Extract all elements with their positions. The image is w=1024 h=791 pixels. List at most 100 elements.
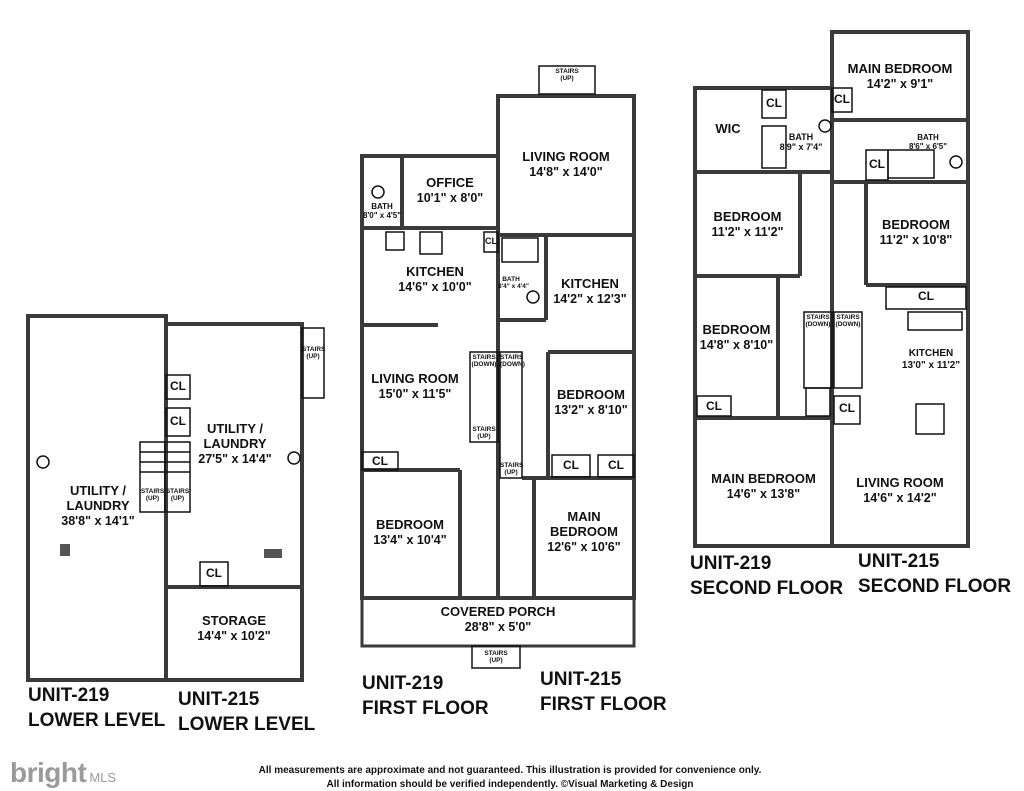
- stairs-text: STAIRS: [302, 346, 326, 353]
- room-dimension: 11'2" x 10'8": [879, 232, 953, 247]
- u219-utility-label: UTILITY / LAUNDRY 38'8" x 14'1": [58, 483, 138, 528]
- room-name: BATH: [502, 276, 520, 283]
- room-name-2: LAUNDRY: [66, 497, 130, 513]
- stairs-direction: (UP): [145, 495, 160, 503]
- u219-living-label: LIVING ROOM 15'0" x 11'5": [362, 371, 468, 401]
- stairs-direction: (UP): [504, 469, 518, 477]
- room-name: KITCHEN: [908, 348, 954, 359]
- room-name: BEDROOM: [713, 209, 782, 224]
- closet-label: CL: [608, 458, 624, 472]
- room-dimension: 8'9" x 7'4": [779, 142, 823, 153]
- room-name: LIVING ROOM: [856, 475, 944, 490]
- title-line: LOWER LEVEL: [178, 713, 316, 735]
- logo-suffix: MLS: [89, 770, 117, 785]
- stairs-direction: (DOWN): [835, 321, 861, 329]
- room-name: OFFICE: [426, 175, 474, 190]
- u219-main-bedroom-label: MAIN BEDROOM 14'6" x 13'8": [695, 471, 832, 501]
- u215-bedroom-label: BEDROOM 11'2" x 10'8": [866, 217, 966, 247]
- room-dimension: 14'2" x 12'3": [553, 291, 627, 306]
- room-dimension: 13'0" x 11'2": [901, 359, 961, 371]
- room-dimension: 14'6" x 13'8": [726, 486, 801, 501]
- room-name: BATH: [788, 132, 814, 142]
- stairs-direction: (UP): [477, 433, 491, 441]
- stairs-label: STAIRS(UP): [470, 426, 498, 441]
- room-dimension: 14'6" x 14'2": [863, 490, 937, 505]
- stairs-label: STAIRS(DOWN): [834, 314, 862, 329]
- stairs-text: STAIRS: [484, 650, 508, 657]
- u219-kitchen-label: KITCHEN 14'6" x 10'0": [380, 264, 490, 294]
- room-dimension: 8'0" x 4'5": [362, 211, 402, 221]
- stairs-direction: (DOWN): [805, 321, 831, 329]
- room-name: BATH: [917, 133, 939, 142]
- title-line: SECOND FLOOR: [690, 577, 844, 599]
- stairs-label: STAIRS(UP): [472, 650, 520, 665]
- u219-first-title: UNIT-219 FIRST FLOOR: [362, 672, 489, 721]
- room-dimension: 38'8" x 14'1": [61, 513, 135, 528]
- u215-living-label: LIVING ROOM 14'6" x 14'2": [834, 475, 966, 505]
- stairs-text: STAIRS: [555, 68, 579, 75]
- stairs-text: STAIRS: [472, 354, 496, 361]
- stairs-text: STAIRS: [500, 354, 524, 361]
- u215-main-bedroom-label: MAIN BEDROOM 12'6" x 10'6": [534, 509, 634, 554]
- stairs-text: STAIRS: [165, 488, 190, 495]
- u219-second-title: UNIT-219 SECOND FLOOR: [690, 552, 843, 601]
- u215-lower-title: UNIT-215 LOWER LEVEL: [178, 688, 315, 737]
- u215-kitchen-label: KITCHEN 14'2" x 12'3": [546, 276, 634, 306]
- stairs-direction: (UP): [489, 657, 503, 665]
- closet-label: CL: [706, 399, 722, 413]
- u219-second-bath-label: BATH 8'9" x 7'4": [776, 132, 826, 153]
- room-name: MAIN BEDROOM: [711, 471, 816, 486]
- room-name: BEDROOM: [702, 322, 771, 337]
- u215-main-bedroom-label: MAIN BEDROOM 14'2" x 9'1": [840, 61, 960, 91]
- stairs-text: STAIRS: [836, 314, 860, 321]
- room-name: LIVING ROOM: [522, 149, 610, 164]
- u215-lower-outline: [164, 322, 304, 682]
- u219-office-label: OFFICE 10'1" x 8'0": [402, 175, 498, 205]
- room-dimension: 10'1" x 8'0": [416, 190, 484, 205]
- room-name: UTILITY /: [206, 421, 264, 436]
- u215-bedroom-label: BEDROOM 13'2" x 8'10": [548, 387, 634, 417]
- room-name: KITCHEN: [561, 276, 619, 291]
- title-line: SECOND FLOOR: [858, 575, 1012, 597]
- u215-kitchen-label: KITCHEN 13'0" x 11'2": [886, 348, 976, 371]
- stairs-text: STAIRS: [140, 488, 165, 495]
- room-dimension: 8'4" x 4'4": [498, 283, 529, 291]
- room-name: MAIN BEDROOM: [847, 61, 953, 76]
- u219-bedroom1-label: BEDROOM 11'2" x 11'2": [695, 209, 800, 239]
- closet-label: CL: [869, 157, 885, 171]
- room-dimension: 14'8" x 14'0": [529, 164, 603, 179]
- u219-wic-label: WIC: [715, 121, 741, 136]
- stairs-label: STAIRS(DOWN): [500, 354, 525, 369]
- stairs-text: STAIRS: [500, 462, 524, 469]
- closet-label: CL: [766, 96, 782, 110]
- title-line: FIRST FLOOR: [540, 693, 667, 715]
- logo-brand: bright: [10, 757, 87, 788]
- room-dimension: 11'2" x 11'2": [711, 224, 784, 239]
- stairs-direction: (UP): [560, 75, 574, 83]
- room-dimension: 14'6" x 10'0": [398, 279, 472, 294]
- closet-label: CL: [206, 566, 222, 580]
- closet-label: CL: [485, 236, 497, 246]
- room-dimension: 27'5" x 14'4": [198, 451, 272, 466]
- closet-label: CL: [839, 401, 855, 415]
- u219-bedroom-label: BEDROOM 13'4" x 10'4": [362, 517, 458, 547]
- stairs-direction: (UP): [306, 353, 320, 361]
- u215-second-outline: [830, 30, 970, 548]
- title-line: FIRST FLOOR: [362, 697, 489, 719]
- u215-second-title: UNIT-215 SECOND FLOOR: [858, 550, 1011, 599]
- stairs-direction: (DOWN): [500, 361, 525, 369]
- disclaimer: All measurements are approximate and not…: [230, 764, 790, 791]
- disclaimer-line-1: All measurements are approximate and not…: [258, 765, 762, 776]
- u219-lower-title: UNIT-219 LOWER LEVEL: [28, 684, 165, 733]
- room-dimension: 28'8" x 5'0": [464, 619, 532, 634]
- title-line: UNIT-219: [690, 553, 772, 574]
- room-name-2: LAUNDRY: [203, 435, 267, 451]
- title-line: UNIT-215: [540, 669, 622, 690]
- closet-label: CL: [834, 92, 850, 106]
- stairs-label: STAIRS(UP): [539, 68, 595, 83]
- u215-second-bath-label: BATH 8'6" x 6'5": [890, 133, 966, 151]
- title-line: UNIT-219: [28, 685, 110, 706]
- stairs-direction: (DOWN): [471, 361, 497, 369]
- room-name: STORAGE: [201, 613, 267, 628]
